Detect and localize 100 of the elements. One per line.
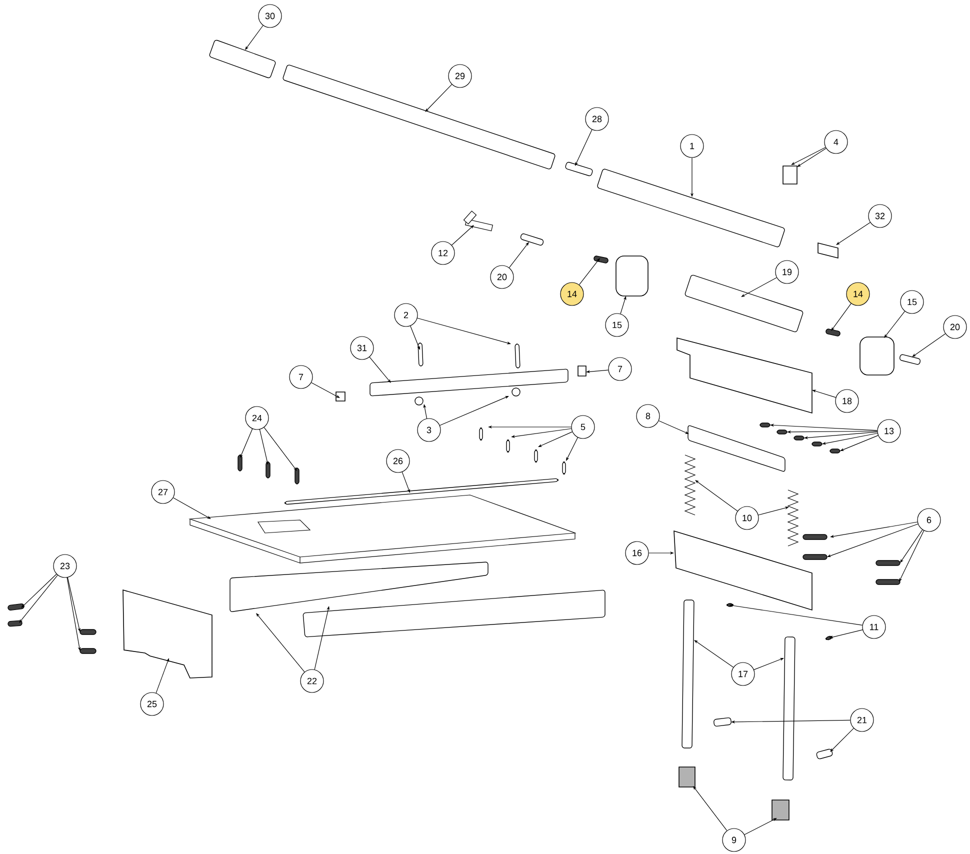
bracket-plate (860, 336, 894, 376)
foot-cap (678, 766, 696, 788)
callout-number: 21 (850, 708, 874, 732)
screw (294, 468, 300, 484)
spring (787, 490, 799, 546)
bolt (8, 603, 24, 611)
leader-line (538, 432, 573, 447)
callout-number: 14 (846, 282, 870, 306)
callout-number: 16 (625, 541, 649, 565)
leader-line (830, 728, 854, 752)
callout-number: 14 (560, 282, 584, 306)
callout-number: 17 (731, 662, 755, 686)
leader-line (440, 396, 509, 426)
leader-line (741, 277, 777, 297)
bolt (8, 620, 22, 627)
bolt (80, 648, 96, 654)
leader-line (264, 427, 297, 471)
tube (684, 274, 804, 332)
screw (794, 436, 804, 440)
callout-number: 22 (300, 669, 324, 693)
screw (830, 448, 840, 454)
callout-number: 7 (289, 365, 313, 389)
bolt (802, 534, 828, 540)
callout-number: 23 (53, 554, 77, 578)
callout-number: 11 (862, 615, 886, 639)
pin (520, 233, 544, 246)
leg-tube (782, 636, 796, 780)
rail (230, 562, 488, 612)
pin (514, 344, 520, 368)
bolt (876, 560, 900, 566)
callout-number: 7 (608, 357, 632, 381)
leader-line (884, 311, 906, 338)
callout-number: 24 (245, 406, 269, 430)
leader-line (508, 242, 529, 268)
leader-line (899, 530, 924, 582)
callout-number: 18 (835, 389, 859, 413)
leader-line (912, 333, 946, 357)
callout-number: 20 (490, 265, 514, 289)
pin (418, 342, 424, 366)
callout-number: 2 (394, 303, 418, 327)
bolt (876, 579, 900, 585)
screw (562, 462, 566, 474)
callout-number: 20 (943, 315, 967, 339)
tube-cap (209, 40, 276, 78)
leader-line (900, 529, 923, 563)
leader-line (311, 382, 340, 398)
screw (594, 256, 608, 264)
screw (238, 454, 242, 472)
strip (284, 478, 558, 505)
callout-number: 32 (868, 204, 892, 228)
callout-number: 12 (431, 241, 455, 265)
callout-number: 13 (877, 419, 901, 443)
screw (534, 450, 538, 462)
callout-number: 15 (605, 313, 629, 337)
callout-number: 28 (585, 107, 609, 131)
callout-number: 26 (386, 449, 410, 473)
callout-number: 10 (735, 506, 759, 530)
leader-line (694, 640, 734, 668)
bolt (80, 629, 96, 635)
plate (688, 425, 786, 472)
bolt (802, 554, 828, 560)
leader-line (797, 148, 826, 167)
leader-line (172, 497, 211, 519)
screw (760, 422, 770, 428)
leader-line (245, 25, 264, 50)
leader-line (451, 225, 474, 246)
leg-tube (682, 600, 694, 748)
tube (597, 168, 785, 248)
end-cap (578, 366, 586, 376)
pin (899, 354, 921, 365)
screw (506, 440, 510, 452)
clip (782, 166, 798, 184)
callout-number: 25 (140, 692, 164, 716)
end-cap (336, 392, 346, 402)
leader-line (695, 480, 738, 512)
callout-number: 6 (917, 508, 941, 532)
leader-line (836, 222, 870, 245)
screw (266, 462, 270, 478)
leader-line (566, 437, 578, 461)
callout-number: 3 (417, 418, 441, 442)
clip (414, 396, 424, 406)
leader-line (578, 258, 600, 285)
screw (479, 428, 483, 440)
leader-line (658, 420, 689, 434)
callout-number: 9 (722, 828, 746, 852)
leader-line (693, 786, 728, 831)
leader-line (19, 574, 58, 623)
spring (684, 454, 696, 516)
leader-line (831, 303, 852, 331)
callout-number: 5 (571, 415, 595, 439)
callout-number: 30 (258, 4, 282, 28)
callout-number: 31 (350, 336, 374, 360)
callout-number: 1 (680, 134, 704, 158)
pin (565, 162, 593, 176)
leader-line (256, 613, 305, 672)
screw (826, 328, 840, 336)
leader-line (791, 147, 826, 165)
leader-line (744, 818, 777, 835)
callout-number: 19 (775, 260, 799, 284)
leader-line (575, 129, 592, 166)
